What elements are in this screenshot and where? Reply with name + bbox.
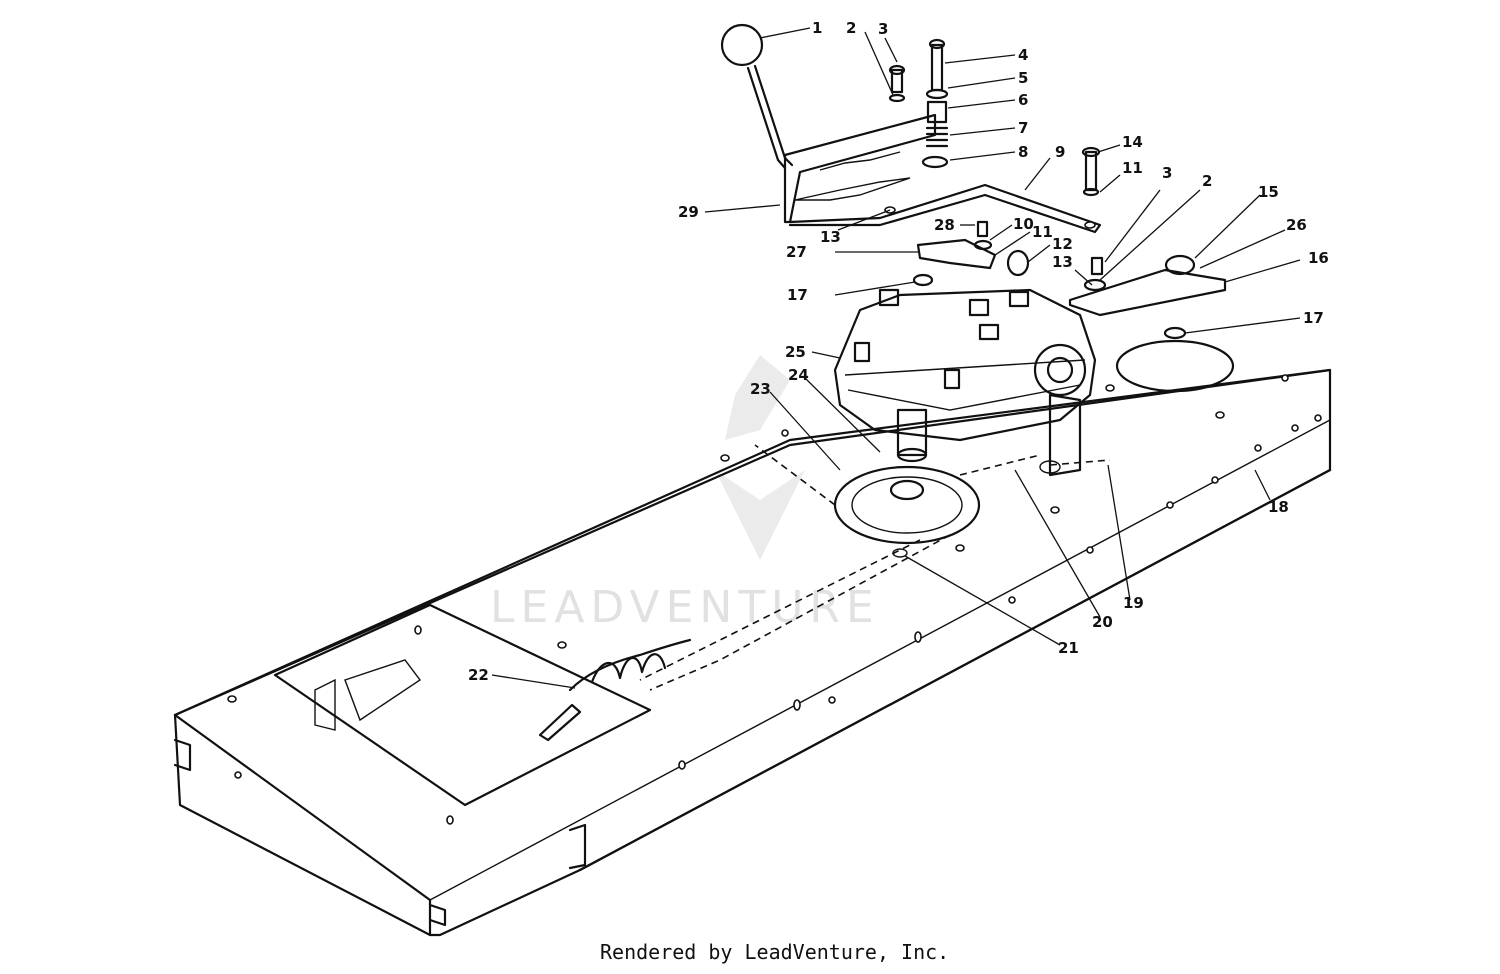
callout-11a: 11 (1122, 159, 1143, 177)
callout-23: 23 (750, 380, 771, 398)
callout-21: 21 (1058, 639, 1079, 657)
callout-26: 26 (1286, 216, 1307, 234)
footer-credit: Rendered by LeadVenture, Inc. (600, 940, 950, 964)
callout-10: 10 (1013, 215, 1034, 233)
callout-24: 24 (788, 366, 809, 384)
callout-28: 28 (934, 216, 955, 234)
callout-14: 14 (1122, 133, 1143, 151)
callout-11b: 11 (1032, 223, 1053, 241)
callout-7: 7 (1018, 119, 1028, 137)
callout-4: 4 (1018, 46, 1028, 64)
callout-13a: 13 (820, 228, 841, 246)
watermark-text: LEADVENTURE (490, 582, 880, 633)
shift-lever-assembly (720, 23, 1102, 234)
callout-6: 6 (1018, 91, 1028, 109)
callout-17a: 17 (787, 286, 808, 304)
callout-25: 25 (785, 343, 806, 361)
callout-3b: 3 (1162, 164, 1172, 182)
callout-27: 27 (786, 243, 807, 261)
frame-chassis (173, 339, 1332, 937)
callout-9: 9 (1055, 143, 1065, 161)
leader-lines (491, 27, 1301, 689)
callout-15: 15 (1258, 183, 1279, 201)
callout-5: 5 (1018, 69, 1028, 87)
callout-3: 3 (878, 20, 888, 38)
callout-1: 1 (812, 19, 822, 37)
callout-16: 16 (1308, 249, 1329, 267)
callout-labels: 1 2 3 4 5 6 7 8 9 14 11 3 2 15 26 16 17 … (468, 19, 1329, 684)
callout-22: 22 (468, 666, 489, 684)
callout-29: 29 (678, 203, 699, 221)
callout-2: 2 (846, 19, 856, 37)
callout-18: 18 (1268, 498, 1289, 516)
callout-20: 20 (1092, 613, 1113, 631)
pulley-and-belt (639, 444, 1111, 691)
watermark: LEADVENTURE (490, 355, 880, 633)
callout-13b: 13 (1052, 253, 1073, 271)
callout-12: 12 (1052, 235, 1073, 253)
clutch-rod-spring (538, 638, 692, 742)
callout-19: 19 (1123, 594, 1144, 612)
callout-8: 8 (1018, 143, 1028, 161)
callout-2b: 2 (1202, 172, 1212, 190)
transaxle (833, 288, 1097, 477)
callout-17b: 17 (1303, 309, 1324, 327)
